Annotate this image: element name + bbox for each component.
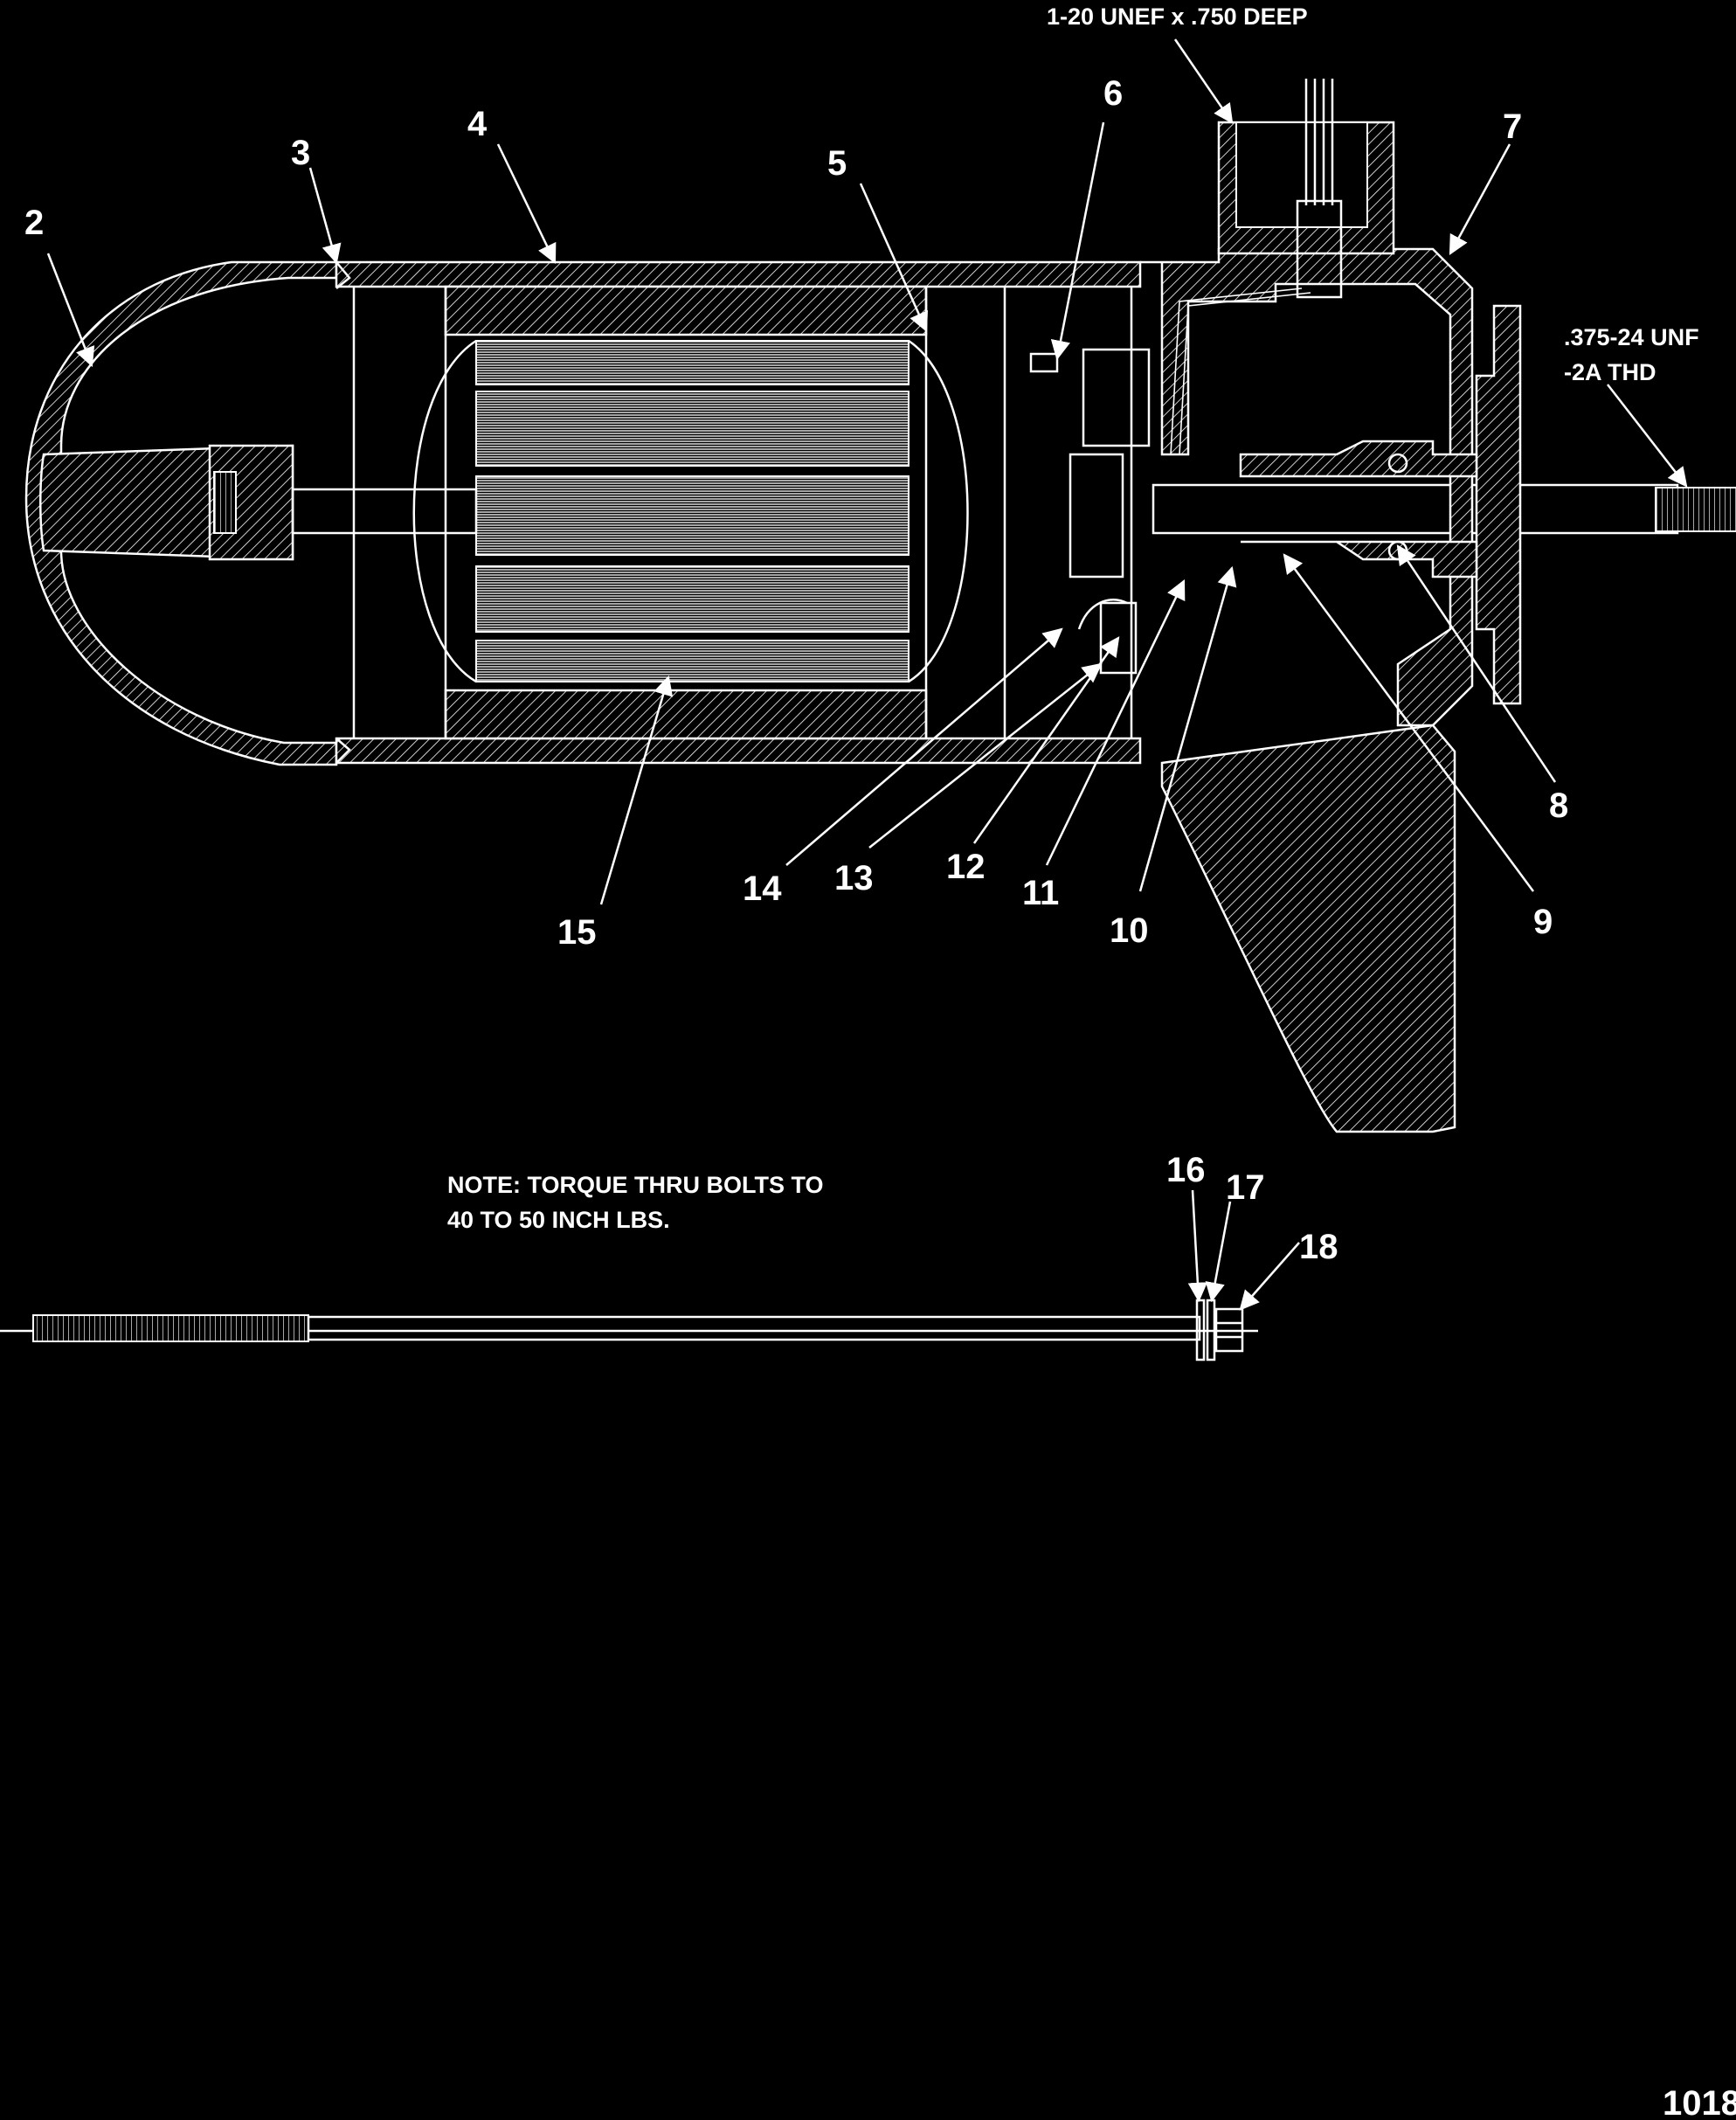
callout-17: 17 (1226, 1168, 1265, 1207)
internal-wire (1170, 288, 1311, 455)
armature-lamination-1 (475, 340, 909, 385)
armature-end-left (412, 339, 477, 683)
output-shaft (1152, 483, 1679, 535)
cable-strain-relief (1296, 199, 1343, 299)
torque-note-line2: 40 TO 50 INCH LBS. (447, 1207, 670, 1233)
shaft-thread-spec-line1: .375-24 UNF (1564, 324, 1699, 350)
cable-bore (1235, 121, 1368, 228)
shaft-threads (1655, 487, 1736, 532)
callout-6: 6 (1103, 74, 1123, 113)
cable-wires (1304, 79, 1334, 205)
nut-18 (1214, 1307, 1244, 1353)
thru-bolt-assembly (0, 1299, 1258, 1361)
screw-6 (1029, 352, 1059, 373)
callout-14: 14 (743, 869, 782, 908)
armature-lamination-4 (475, 565, 909, 633)
bearing-housing-lower (1241, 540, 1478, 578)
callout-7: 7 (1503, 107, 1522, 146)
shaft-thread-spec-line2: -2A THD (1564, 359, 1656, 385)
brush-holder (1082, 348, 1151, 447)
magnet-top (444, 285, 928, 336)
nose-bearing (213, 471, 237, 534)
motor-body (24, 79, 1736, 1133)
commutator (1069, 453, 1124, 578)
armature-end-right (908, 339, 969, 683)
top-thread-spec: 1-20 UNEF x .750 DEEP (1047, 3, 1308, 30)
callout-13: 13 (834, 859, 874, 897)
armature-lamination-5 (475, 640, 909, 682)
thru-bolt-shank (307, 1315, 1201, 1341)
callout-9: 9 (1533, 903, 1553, 941)
end-bracket (1140, 247, 1474, 727)
brush-lead (1077, 599, 1128, 630)
callout-labels: 2 3 4 5 6 7 8 9 10 11 12 13 14 15 16 17 … (24, 3, 1736, 2120)
callout-5: 5 (827, 144, 847, 183)
callout-15: 15 (557, 913, 597, 952)
figure-id: 1018 (1663, 2084, 1736, 2120)
leader-lines (46, 38, 1688, 1311)
magnet-bottom (444, 689, 928, 740)
callout-12: 12 (946, 848, 986, 886)
callout-3: 3 (291, 134, 310, 172)
housing-top-wall (335, 260, 1142, 288)
armature-lamination-3 (475, 475, 909, 556)
armature-shaft (291, 488, 478, 535)
thru-bolt-thread (32, 1314, 309, 1342)
end-flange (1475, 304, 1522, 705)
skeg-fin (1160, 724, 1456, 1133)
callout-10: 10 (1110, 911, 1149, 950)
nose-cone (24, 260, 338, 766)
housing-bottom-wall (335, 737, 1142, 765)
torque-note-line1: NOTE: TORQUE THRU BOLTS TO (447, 1172, 824, 1198)
callout-4: 4 (467, 105, 488, 143)
callout-18: 18 (1299, 1228, 1338, 1266)
callout-8: 8 (1549, 786, 1568, 825)
callout-11: 11 (1022, 874, 1059, 912)
callout-2: 2 (24, 204, 44, 242)
armature-lamination-2 (475, 391, 909, 467)
bearing-housing (1239, 440, 1478, 478)
callout-16: 16 (1166, 1151, 1206, 1189)
